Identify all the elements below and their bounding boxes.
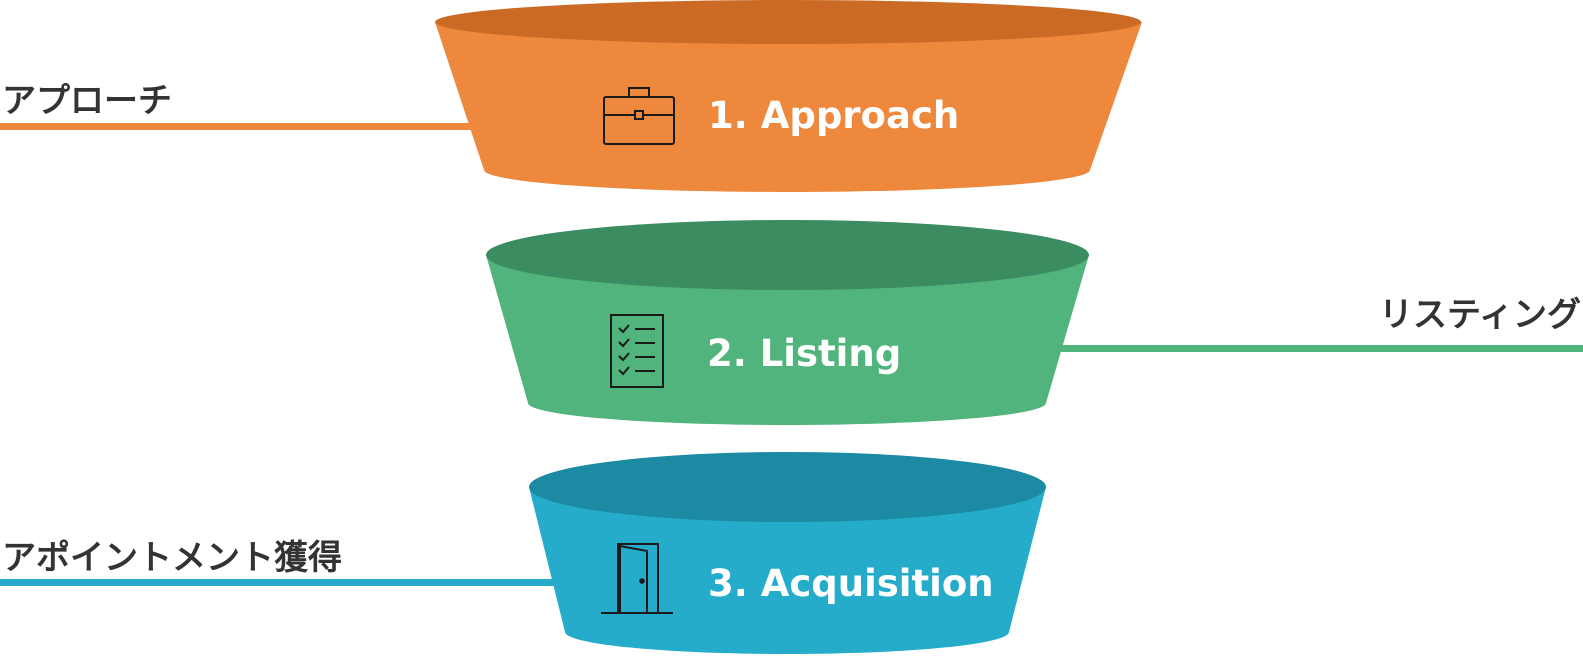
connector-line-listing: [1060, 345, 1583, 352]
stage-name-listing: Listing: [759, 332, 902, 375]
funnel-segment-approach: [435, 0, 1142, 192]
checklist-icon: [610, 314, 664, 388]
stage-title-listing: 2. Listing: [707, 335, 901, 372]
stage-title-approach: 1. Approach: [708, 97, 959, 134]
side-label-listing: リスティング: [1379, 295, 1581, 335]
briefcase-icon: [603, 87, 675, 145]
stage-name-approach: Approach: [760, 94, 960, 137]
stage-number-listing: 2.: [707, 332, 747, 375]
connector-line-acquisition: [0, 579, 556, 586]
funnel-segment-listing: [486, 220, 1089, 425]
stage-title-acquisition: 3. Acquisition: [708, 565, 994, 602]
side-label-acquisition: アポイントメント獲得: [2, 538, 342, 578]
stage-name-acquisition: Acquisition: [760, 562, 994, 605]
connector-line-approach: [0, 123, 472, 130]
open-door-icon: [601, 543, 673, 614]
stage-number-acquisition: 3.: [708, 562, 748, 605]
side-label-approach: アプローチ: [2, 81, 172, 121]
stage-number-approach: 1.: [708, 94, 748, 137]
